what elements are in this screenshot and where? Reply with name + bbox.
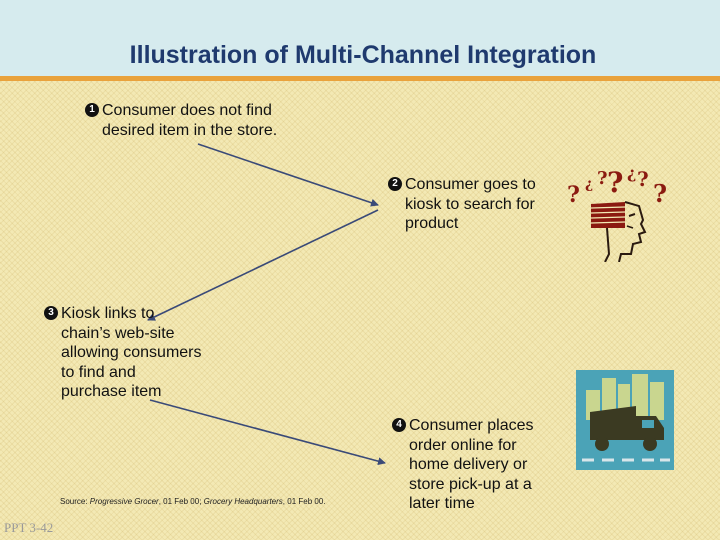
source-publication-2: Grocery Headquarters bbox=[203, 497, 283, 506]
step-2-number-badge: 2 bbox=[388, 177, 402, 191]
svg-text:?: ? bbox=[607, 166, 623, 199]
svg-text:¿: ¿ bbox=[585, 176, 593, 192]
step-3-text: Kiosk links to chain’s web-site allowing… bbox=[61, 305, 202, 400]
title-bar bbox=[0, 0, 720, 76]
confused-person-icon: ? ¿ ? ? ¿ ? ? bbox=[567, 163, 667, 262]
header-divider bbox=[0, 76, 720, 81]
step-3-number-badge: 3 bbox=[44, 306, 58, 320]
source-date-1: , 01 Feb 00; bbox=[158, 497, 204, 506]
svg-text:?: ? bbox=[637, 167, 649, 191]
svg-text:?: ? bbox=[567, 182, 580, 208]
step-4: 4 Consumer places order online for home … bbox=[392, 416, 562, 514]
step-1-text: Consumer does not find desired item in t… bbox=[102, 102, 278, 139]
svg-text:¿: ¿ bbox=[627, 163, 636, 182]
step-3: 3 Kiosk links to chain’s web-site allowi… bbox=[44, 304, 234, 402]
slide-title: Illustration of Multi-Channel Integratio… bbox=[129, 41, 597, 69]
source-citation: Source: Progressive Grocer, 01 Feb 00; G… bbox=[60, 497, 326, 506]
arrow-step1-to-step2 bbox=[197, 143, 379, 207]
step-2-text: Consumer goes to kiosk to search for pro… bbox=[405, 176, 536, 232]
source-prefix: Source: bbox=[60, 497, 90, 506]
source-date-2: , 01 Feb 00. bbox=[282, 497, 326, 506]
step-4-number-badge: 4 bbox=[392, 418, 406, 432]
arrow-step3-to-step4 bbox=[149, 399, 386, 466]
svg-text:?: ? bbox=[597, 168, 608, 189]
svg-text:?: ? bbox=[653, 179, 667, 208]
step-2: 2 Consumer goes to kiosk to search for p… bbox=[388, 175, 568, 234]
slide-number: PPT 3-42 bbox=[4, 520, 54, 535]
step-1: 1 Consumer does not find desired item in… bbox=[85, 101, 325, 140]
step-1-number-badge: 1 bbox=[85, 103, 99, 117]
source-publication-1: Progressive Grocer bbox=[89, 497, 159, 506]
step-4-text: Consumer places order online for home de… bbox=[409, 417, 534, 512]
delivery-truck-icon bbox=[576, 370, 674, 470]
arrow-step2-to-step3 bbox=[147, 209, 379, 321]
